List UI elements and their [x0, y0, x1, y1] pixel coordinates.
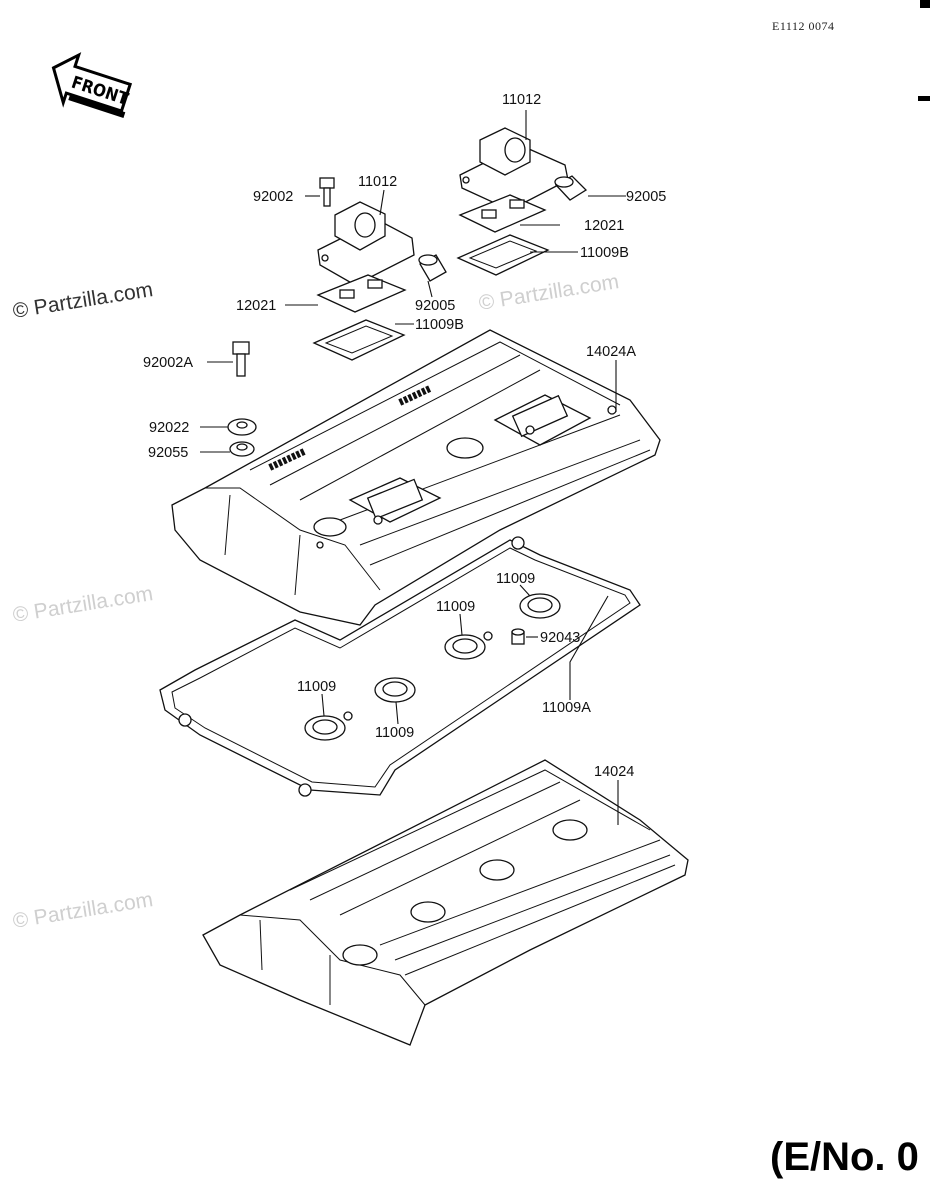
label-92002: 92002 — [253, 189, 293, 205]
label-11012-right: 11012 — [502, 92, 541, 108]
plug-seal-3 — [374, 677, 416, 703]
edge-mark — [918, 96, 930, 101]
leader-lines — [200, 110, 626, 825]
gasket-11009B-left — [312, 319, 406, 361]
plug-seal-4 — [304, 711, 353, 741]
valve-cover-14024A: ▮▮▮▮▮▮▮▮ ▮▮▮▮▮▮▮ — [171, 329, 661, 626]
label-11009-a: 11009 — [496, 571, 535, 587]
washer-92022-hole — [236, 421, 248, 429]
valve-cover-14024 — [202, 759, 689, 1046]
engine-number: (E/No. 0 — [770, 1135, 919, 1179]
watermark-left-bottom: © Partzilla.com — [11, 888, 154, 933]
breather-cover-left — [317, 201, 415, 286]
reed-plate-left — [316, 274, 407, 313]
label-12021-left: 12021 — [236, 298, 276, 314]
label-11009B-left: 11009B — [415, 317, 464, 333]
label-14024: 14024 — [594, 764, 634, 780]
label-92055: 92055 — [148, 445, 188, 461]
reed-plate-right — [458, 194, 547, 233]
dowel-92043 — [511, 628, 525, 645]
plug-92005-left — [418, 254, 447, 282]
watermark-left-top: © Partzilla.com — [11, 278, 154, 323]
diagram-code: E1112 0074 — [772, 19, 834, 33]
label-14024A: 14024A — [586, 344, 636, 360]
label-92002A: 92002A — [143, 355, 193, 371]
label-11009B-right: 11009B — [580, 245, 629, 261]
seal-92055-hole — [236, 443, 248, 451]
label-92005-left: 92005 — [415, 298, 455, 314]
watermark-left-mid: © Partzilla.com — [11, 582, 154, 627]
label-92022: 92022 — [149, 420, 189, 436]
gasket-11009B-right — [456, 234, 550, 276]
plug-seal-2 — [444, 631, 493, 660]
plug-92005-right — [554, 175, 588, 201]
label-11012-left: 11012 — [358, 174, 397, 190]
label-11009-c: 11009 — [297, 679, 336, 695]
part-labels: 11012 11012 92002 92005 12021 11009B 120… — [143, 92, 666, 780]
label-11009-d: 11009 — [375, 725, 414, 741]
front-arrow-icon: FRONT — [51, 52, 133, 118]
label-11009-b: 11009 — [436, 599, 475, 615]
bolt-92002A — [232, 341, 250, 377]
label-92043: 92043 — [540, 630, 580, 646]
label-11009A: 11009A — [542, 700, 591, 716]
edge-mark — [920, 0, 930, 8]
breather-cover-right — [459, 127, 569, 211]
label-92005-right: 92005 — [626, 189, 666, 205]
plug-seal-1 — [519, 593, 561, 619]
label-12021-right: 12021 — [584, 218, 624, 234]
bolt-92002 — [319, 177, 335, 207]
watermark-center-top: © Partzilla.com — [477, 270, 620, 315]
